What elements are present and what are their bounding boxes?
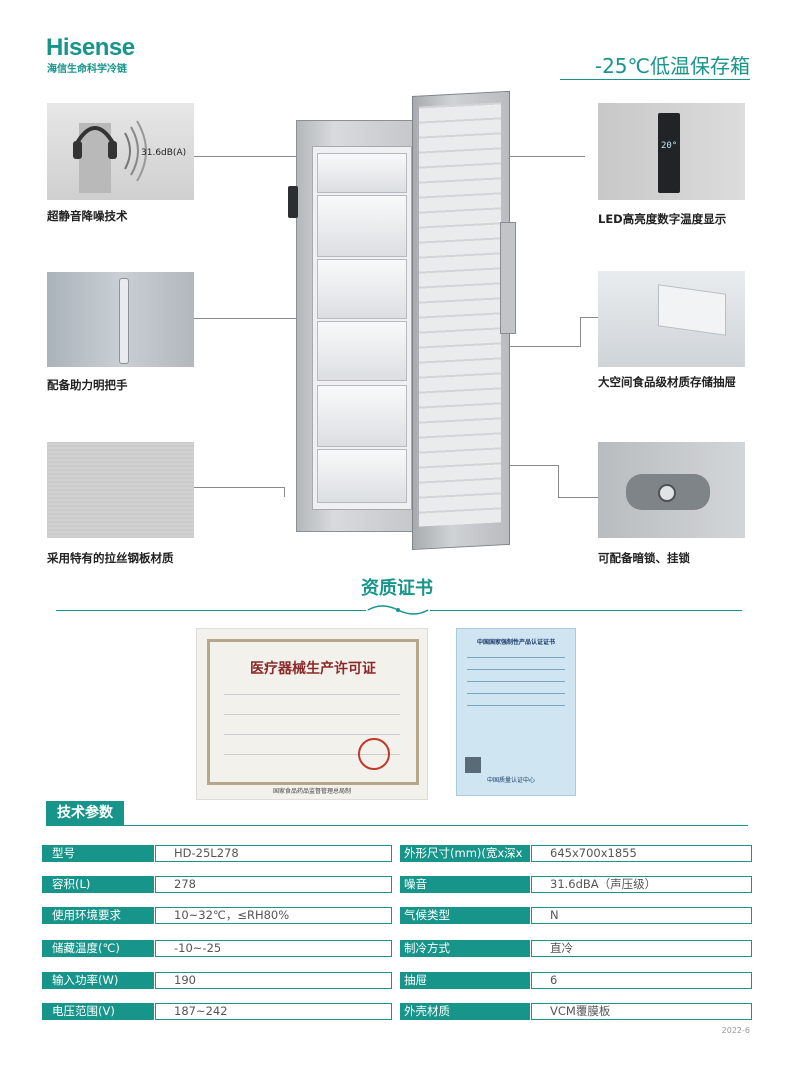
param-value: 10~32℃，≤RH80% <box>155 907 392 924</box>
param-key: 使用环境要求 <box>42 907 154 924</box>
title-underline <box>560 79 750 80</box>
drawer <box>317 449 407 503</box>
drawer-icon <box>658 284 726 336</box>
led-temperature: 20° <box>661 141 678 151</box>
freezer-interior <box>312 146 412 510</box>
param-key: 抽屉 <box>400 972 530 989</box>
leader-line <box>194 156 320 157</box>
door-liner <box>419 102 501 527</box>
feature-image-handle <box>47 272 194 367</box>
param-key: 噪音 <box>400 876 530 893</box>
certificate-medical-device: 医疗器械生产许可证 国家食品药品监督管理总局制 <box>196 628 428 800</box>
noise-badge: 31.6dB(A) <box>141 148 186 158</box>
leader-line <box>284 487 285 497</box>
feature-label-silent: 超静音降噪技术 <box>47 209 128 223</box>
param-value: 31.6dBA（声压级） <box>531 876 752 893</box>
param-value: VCM覆膜板 <box>531 1003 752 1020</box>
leader-line <box>580 317 581 347</box>
feature-image-display: 20° <box>598 103 745 200</box>
param-value: 直冷 <box>531 940 752 957</box>
lock-icon <box>626 474 710 510</box>
certificate-frame: 医疗器械生产许可证 <box>207 639 419 785</box>
leader-line <box>194 318 322 319</box>
certificate-ccc: 中国国家强制性产品认证证书 中国质量认证中心 <box>456 628 576 796</box>
feature-label-lock: 可配备暗锁、挂锁 <box>598 551 690 565</box>
certificate-org: 中国质量认证中心 <box>487 777 536 784</box>
feature-image-drawer <box>598 271 745 367</box>
divider <box>46 825 748 826</box>
table-row: 输入功率(W) 190 抽屉 6 <box>42 972 752 989</box>
param-value: 645x700x1855 <box>531 845 752 862</box>
qr-code-icon <box>465 757 481 773</box>
param-value: -10~-25 <box>155 940 392 957</box>
drawer <box>317 195 407 257</box>
param-key: 输入功率(W) <box>42 972 154 989</box>
table-row: 电压范围(V) 187~242 外壳材质 VCM覆膜板 <box>42 1003 752 1020</box>
param-value: HD-25L278 <box>155 845 392 862</box>
freezer-door <box>412 90 510 550</box>
param-value: 278 <box>155 876 392 893</box>
feature-image-steel <box>47 442 194 538</box>
handle-icon <box>119 278 129 364</box>
feature-label-display: LED高亮度数字温度显示 <box>598 212 727 226</box>
param-key: 容积(L) <box>42 876 154 893</box>
param-key: 外形尺寸(mm)(宽x深x高) <box>400 845 530 877</box>
leader-line <box>558 465 559 497</box>
leader-line <box>580 317 598 318</box>
feature-label-drawer: 大空间食品级材质存储抽屉 <box>598 375 736 389</box>
param-key: 外壳材质 <box>400 1003 530 1020</box>
divider <box>430 610 742 611</box>
param-value: 187~242 <box>155 1003 392 1020</box>
freezer-handle <box>288 186 298 218</box>
table-row: 型号 HD-25L278 外形尺寸(mm)(宽x深x高) 645x700x185… <box>42 845 752 877</box>
divider <box>56 610 366 611</box>
seal-icon <box>358 738 390 770</box>
drawer <box>317 385 407 447</box>
param-key: 气候类型 <box>400 907 530 924</box>
certificate-footer: 国家食品药品监督管理总局制 <box>272 788 351 795</box>
param-key: 储藏温度(℃) <box>42 940 154 957</box>
document-date: 2022-6 <box>721 1026 750 1035</box>
param-key: 型号 <box>42 845 154 862</box>
param-key: 电压范围(V) <box>42 1003 154 1020</box>
tech-params-title: 技术参数 <box>46 801 124 825</box>
page-title: -25℃低温保存箱 <box>594 54 750 78</box>
param-key: 制冷方式 <box>400 940 530 957</box>
table-row: 容积(L) 278 噪音 31.6dBA（声压级） <box>42 876 752 893</box>
brand-logo: Hisense <box>46 34 135 61</box>
param-value: N <box>531 907 752 924</box>
table-row: 储藏温度(℃) -10~-25 制冷方式 直冷 <box>42 940 752 957</box>
drawer <box>317 153 407 193</box>
table-row: 使用环境要求 10~32℃，≤RH80% 气候类型 N <box>42 907 752 924</box>
leader-line <box>194 487 284 488</box>
feature-label-steel: 采用特有的拉丝钢板材质 <box>47 551 174 565</box>
feature-image-silent: 31.6dB(A) <box>47 103 194 200</box>
headphone-icon: 31.6dB(A) <box>73 120 186 193</box>
certificate-title: 中国国家强制性产品认证证书 <box>476 639 555 646</box>
certificate-title: 医疗器械生产许可证 <box>250 661 376 677</box>
feature-image-lock <box>598 442 745 538</box>
param-value: 190 <box>155 972 392 989</box>
param-value: 6 <box>531 972 752 989</box>
door-handle <box>500 222 516 334</box>
feature-label-handle: 配备助力明把手 <box>47 378 128 392</box>
leader-line <box>558 497 598 498</box>
certificates-title: 资质证书 <box>361 578 433 599</box>
brand-subtitle: 海信生命科学冷链 <box>47 64 127 75</box>
ornament-icon <box>367 605 429 615</box>
led-display: 20° <box>658 113 680 193</box>
drawer <box>317 259 407 319</box>
drawer <box>317 321 407 381</box>
